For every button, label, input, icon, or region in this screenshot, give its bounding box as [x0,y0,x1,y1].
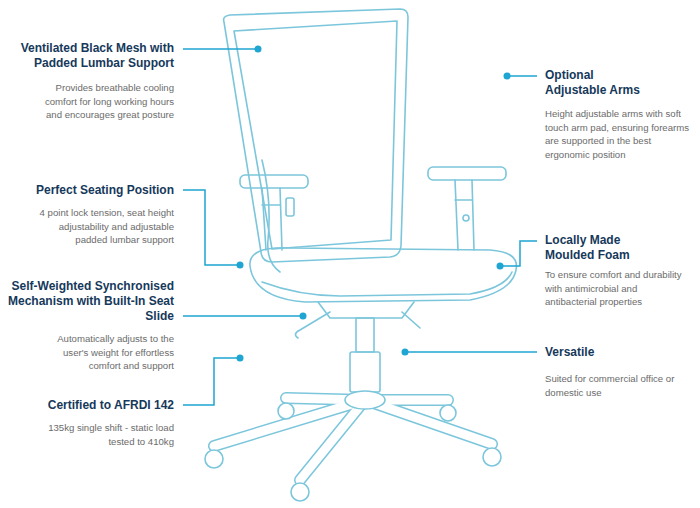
leader-dots [237,46,511,362]
feature-description: 135kg single shift - static load tested … [34,421,174,448]
base-leg [300,400,365,480]
gas-lift [356,318,374,352]
lumbar-bracket [262,160,280,272]
leader-line [507,75,537,77]
base-outline [214,398,492,480]
casters [205,403,501,501]
leader-line [183,48,258,50]
armrest-pad [240,175,308,188]
leader-dot [237,262,244,269]
feature-heading: Perfect Seating Position [0,183,174,198]
caster [483,448,501,466]
leader-lines [183,49,537,405]
feature-description: Provides breathable cooling comfort for … [34,81,174,122]
caster [205,450,223,468]
caster [291,483,309,501]
feature-heading: Certified to AFRDI 142 [0,398,174,413]
feature-heading: Ventilated Black Mesh with Padded Lumbar… [0,41,174,71]
gas-lift-cover [350,352,380,392]
leader-line [405,351,537,353]
arm-button [463,215,469,221]
base-hub [345,391,385,409]
arm-post [262,188,282,250]
backrest-frame [224,9,408,262]
leader-dot [497,263,504,270]
height-lever [402,312,420,328]
leader-dot [300,313,307,320]
mesh-panel [234,21,397,249]
leader-dot [402,349,409,356]
feature-description: Height adjustable arms with soft touch a… [545,107,695,161]
seat-cushion [250,248,517,302]
base-fill [214,398,492,480]
feature-description: To ensure comfort and durability with an… [545,268,687,309]
mechanism [318,302,414,318]
caster [440,405,456,421]
tension-lever [295,312,330,338]
caster [278,403,294,419]
feature-heading: Locally Made Moulded Foam [545,233,645,263]
feature-heading: Optional Adjustable Arms [545,68,657,98]
chair-drawing [224,9,517,392]
seat-edge [262,272,512,296]
leader-line [183,315,303,317]
feature-description: Automatically adjusts to the user's weig… [34,332,174,373]
arm-button [286,198,294,216]
arm-post [455,180,474,250]
feature-description: Suited for commercial office or domestic… [545,372,675,399]
leader-dot [504,73,511,80]
leader-line [500,241,537,266]
leader-line [183,190,240,265]
armrest-pad [428,167,506,180]
feature-description: 4 point lock tension, seat height adjust… [34,206,174,247]
leader-dot [237,355,244,362]
feature-heading: Versatile [545,345,685,360]
leader-line [183,358,240,405]
base-leg [365,400,492,444]
feature-heading: Self-Weighted Synchronised Mechanism wit… [4,279,174,324]
chair-base [214,391,492,480]
leader-dot [255,46,262,53]
base-leg [365,400,492,444]
